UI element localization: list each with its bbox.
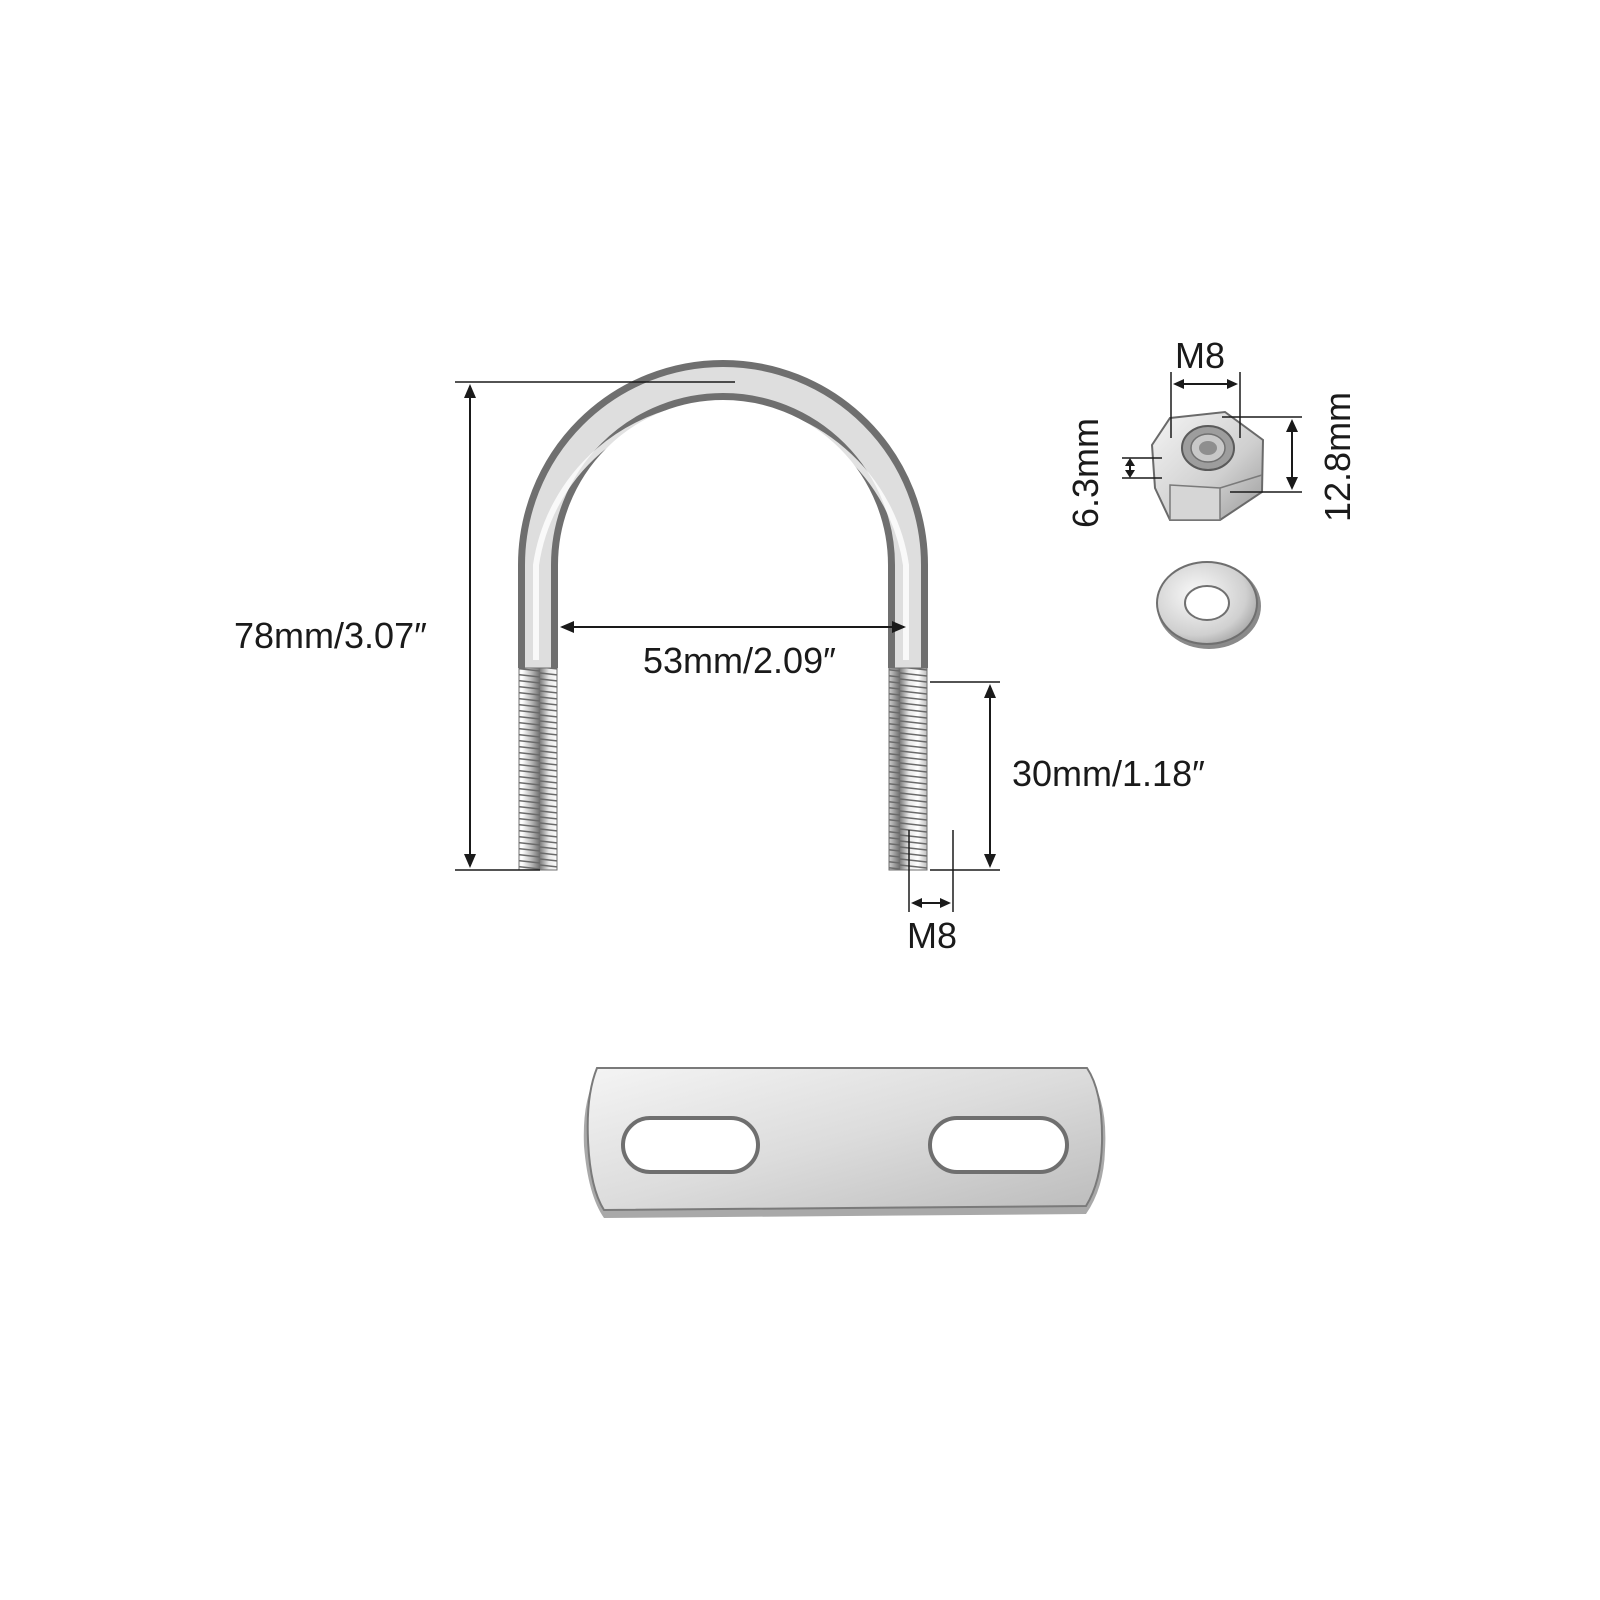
nut-thickness-label: 6.3mm: [1065, 418, 1106, 528]
left-thread: [518, 667, 558, 871]
nut-width-dimension: 12.8mm: [1222, 392, 1358, 522]
plate-slot-left: [621, 1116, 760, 1174]
nut-bore-dimension: M8: [1170, 335, 1241, 438]
washer-hole: [1184, 585, 1230, 621]
nut-thickness-dimension: 6.3mm: [1065, 418, 1162, 528]
inner-width-dimension: 53mm/2.09″: [560, 621, 906, 681]
overall-height-dimension: 78mm/3.07″: [234, 381, 735, 871]
nut-width-label: 12.8mm: [1317, 392, 1358, 522]
u-bolt: [518, 360, 928, 871]
plate-slot-right: [928, 1116, 1069, 1174]
thread-size-label: M8: [907, 915, 957, 956]
thread-length-dimension: 30mm/1.18″: [930, 681, 1205, 871]
nut-size-label: M8: [1175, 335, 1225, 376]
inner-width-label: 53mm/2.09″: [643, 640, 836, 681]
backing-plate: [583, 1067, 1106, 1218]
hex-nut: [1150, 410, 1265, 521]
thread-length-label: 30mm/1.18″: [1012, 753, 1205, 794]
u-bolt-shine: [533, 402, 909, 660]
u-bolt-highlight: [525, 367, 921, 668]
flat-washer: [1156, 561, 1261, 649]
right-thread: [888, 667, 928, 871]
plate-face: [586, 1067, 1104, 1212]
overall-height-label: 78mm/3.07″: [234, 615, 427, 656]
nut-side-face: [1169, 484, 1221, 521]
thread-size-dimension: M8: [907, 830, 957, 956]
